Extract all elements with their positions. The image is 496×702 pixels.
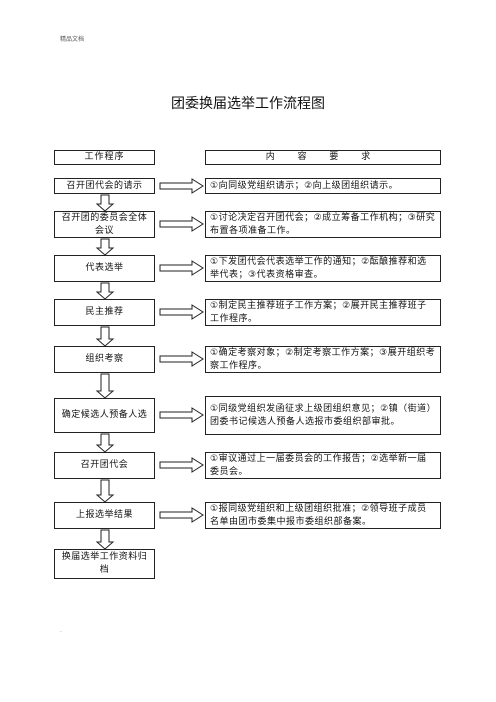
content-box-6: ①同级党组织发函征求上级团组织意见；②镇（街道）团委书记候选人预备人选报市委组织… bbox=[205, 396, 441, 435]
right-arrow-8 bbox=[159, 507, 204, 523]
step-box-6: 确定候选人预备人选 bbox=[54, 398, 155, 433]
down-arrow-6 bbox=[95, 433, 115, 453]
step-box-9: 换届选举工作资料归档 bbox=[54, 549, 155, 579]
right-arrow-4 bbox=[159, 304, 204, 320]
step-box-2: 召开团的委员会全体会议 bbox=[54, 211, 155, 238]
content-box-3: ①下发团代会代表选举工作的通知；②酝酿推荐和选举代表；③代表资格审查。 bbox=[205, 255, 441, 282]
down-arrow-5 bbox=[95, 373, 115, 399]
content-box-5: ①确定考察对象；②制定考察工作方案；③展开组织考察工作程序。 bbox=[205, 346, 441, 373]
step-box-3: 代表选举 bbox=[54, 255, 155, 282]
content-box-1: ①向同级党组织请示；②向上级团组织请示。 bbox=[205, 178, 441, 194]
page-title: 团委换届选举工作流程图 bbox=[171, 96, 325, 112]
step-box-7: 召开团代会 bbox=[54, 452, 155, 479]
right-arrow-7 bbox=[159, 457, 204, 473]
content-box-4: ①制定民主推荐班子工作方案；②展开民主推荐班子工作程序。 bbox=[205, 299, 441, 326]
right-arrow-2 bbox=[159, 216, 204, 232]
header-note: 精品文档 bbox=[60, 36, 85, 43]
down-arrow-8 bbox=[95, 529, 115, 550]
content-box-2: ①讨论决定召开团代会；②成立筹备工作机构；③研究布置各项准备工作。 bbox=[205, 211, 441, 238]
right-arrow-6 bbox=[159, 407, 204, 423]
down-arrow-2 bbox=[95, 238, 115, 256]
footer-mark: . bbox=[60, 627, 62, 634]
down-arrow-7 bbox=[95, 479, 115, 503]
right-arrow-5 bbox=[159, 351, 204, 367]
down-arrow-3 bbox=[95, 282, 115, 300]
right-arrow-3 bbox=[159, 260, 204, 276]
content-box-7: ①审议通过上一届委员会的工作报告；②选举新一届委员会。 bbox=[205, 452, 441, 479]
step-box-1: 召开团代会的请示 bbox=[54, 178, 155, 194]
step-box-8: 上报选举结果 bbox=[54, 502, 155, 529]
down-arrow-4 bbox=[95, 326, 115, 347]
column-header-procedure: 工作程序 bbox=[54, 150, 155, 165]
step-box-5: 组织考察 bbox=[54, 346, 155, 373]
right-arrow-1 bbox=[159, 178, 204, 194]
down-arrow-1 bbox=[95, 194, 115, 212]
column-header-requirements: 内 容 要 求 bbox=[205, 150, 441, 165]
content-box-8: ①报同级党组织和上级团组织批准；②领导班子成员名单由团市委集中报市委组织部备案。 bbox=[205, 502, 441, 529]
step-box-4: 民主推荐 bbox=[54, 299, 155, 326]
